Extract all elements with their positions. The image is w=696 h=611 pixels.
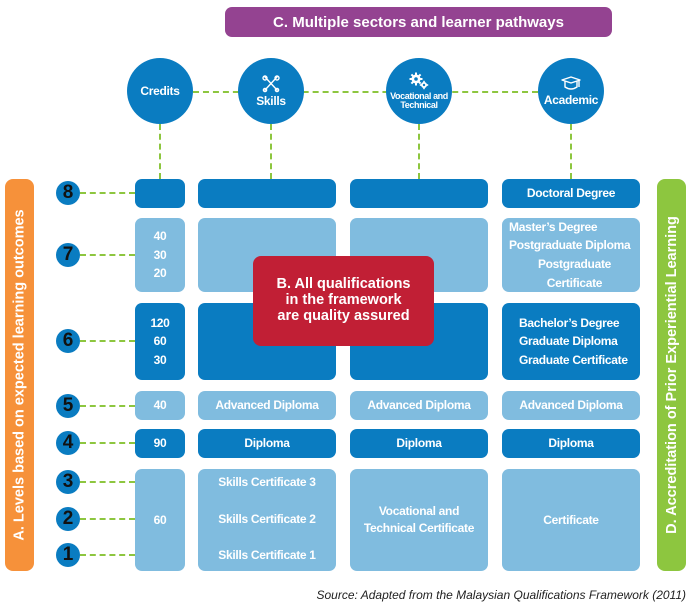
level-4-connector <box>80 442 135 444</box>
qualification-label: Master’s Degree <box>509 219 598 234</box>
skills-level-4: Diploma <box>198 429 336 458</box>
level-3-connector <box>80 481 135 483</box>
qualification-label: Advanced Diploma <box>215 398 319 413</box>
qualification-label: Advanced Diploma <box>367 398 471 413</box>
skills-level-8 <box>198 179 336 208</box>
quality-line: in the framework <box>285 292 402 309</box>
circle-connector-line <box>193 91 538 93</box>
credits-level-1-3: 60 <box>135 469 185 571</box>
level-5-connector <box>80 405 135 407</box>
graduation-cap-icon <box>561 76 581 90</box>
level-5-marker: 5 <box>56 394 80 418</box>
qualification-label: Graduate Certificate <box>519 352 628 367</box>
source-caption: Source: Adapted from the Malaysian Quali… <box>316 588 687 602</box>
skills-level-1-3: Skills Certificate 3 Skills Certificate … <box>198 469 336 571</box>
academic-level-8: Doctoral Degree <box>502 179 640 208</box>
credit-value: 20 <box>153 266 167 281</box>
tools-icon <box>262 75 280 93</box>
credit-value: 40 <box>153 398 167 413</box>
credits-label: Credits <box>140 83 180 98</box>
level-1-marker: 1 <box>56 543 80 567</box>
credit-value: 30 <box>153 247 167 262</box>
levels-banner: A. Levels based on expected learning out… <box>5 179 34 571</box>
gears-icon <box>409 72 429 89</box>
qualification-label: Diploma <box>396 436 442 451</box>
credits-level-4: 90 <box>135 429 185 458</box>
skills-circle: Skills <box>238 58 304 124</box>
skills-level-5: Advanced Diploma <box>198 391 336 420</box>
academic-level-5: Advanced Diploma <box>502 391 640 420</box>
qualification-label: Skills Certificate 2 <box>218 511 316 526</box>
credits-circle: Credits <box>127 58 193 124</box>
credits-level-5: 40 <box>135 391 185 420</box>
qualification-label: Vocational and <box>378 503 460 518</box>
academic-level-4: Diploma <box>502 429 640 458</box>
apel-banner-text: D. Accreditation of Prior Experiential L… <box>663 216 680 534</box>
academic-circle: Academic <box>538 58 604 124</box>
credit-value: 40 <box>153 229 167 244</box>
skills-label: Skills <box>256 93 286 108</box>
qualification-label: Advanced Diploma <box>519 398 623 413</box>
vocational-label-line1: Vocational and <box>390 90 448 101</box>
level-7-marker: 7 <box>56 243 80 267</box>
vocational-level-5: Advanced Diploma <box>350 391 488 420</box>
credit-value: 60 <box>153 334 167 349</box>
level-8-marker: 8 <box>56 181 80 205</box>
academic-connector-line <box>570 124 572 179</box>
credits-level-6: 120 60 30 <box>135 303 185 380</box>
credit-value: 30 <box>153 352 167 367</box>
level-2-connector <box>80 518 135 520</box>
credit-value: 90 <box>153 436 167 451</box>
qualification-label: Certificate <box>543 512 599 527</box>
level-8-connector <box>80 192 135 194</box>
quality-line: are quality assured <box>277 307 410 324</box>
level-1-connector <box>80 554 135 556</box>
level-6-marker: 6 <box>56 329 80 353</box>
qualification-label: Bachelor’s Degree <box>519 315 620 330</box>
vocational-level-8 <box>350 179 488 208</box>
qualification-label: Doctoral Degree <box>526 186 616 201</box>
qualification-label: Diploma <box>548 436 594 451</box>
academic-level-7: Master’s Degree Postgraduate Diploma Pos… <box>502 218 640 292</box>
skills-connector-line <box>270 124 272 179</box>
quality-assured-box: B. All qualifications in the framework a… <box>253 256 434 346</box>
levels-banner-text: A. Levels based on expected learning out… <box>11 209 28 541</box>
level-2-marker: 2 <box>56 507 80 531</box>
academic-level-1-3: Certificate <box>502 469 640 571</box>
vocational-level-1-3: Vocational and Technical Certificate <box>350 469 488 571</box>
vocational-label-line2: Technical <box>400 100 438 110</box>
academic-label: Academic <box>543 92 599 107</box>
qualification-label: Postgraduate Certificate <box>537 257 612 290</box>
qualification-label: Skills Certificate 3 <box>218 475 316 489</box>
credit-value: 60 <box>153 512 167 527</box>
qualification-label: Technical Certificate <box>363 521 475 535</box>
academic-level-6: Bachelor’s Degree Graduate Diploma Gradu… <box>502 303 640 380</box>
credits-level-7: 40 30 20 <box>135 218 185 292</box>
level-7-connector <box>80 254 135 256</box>
vocational-level-4: Diploma <box>350 429 488 458</box>
credits-connector-line <box>159 124 161 179</box>
qualification-label: Skills Certificate 1 <box>218 548 316 563</box>
vocational-connector-line <box>418 124 420 179</box>
level-3-marker: 3 <box>56 470 80 494</box>
quality-line: B. All qualifications <box>276 276 411 293</box>
qualification-label: Postgraduate Diploma <box>509 238 631 253</box>
qualification-label: Graduate Diploma <box>519 334 618 349</box>
vocational-circle: Vocational and Technical <box>386 58 452 124</box>
apel-banner: D. Accreditation of Prior Experiential L… <box>657 179 686 571</box>
level-4-marker: 4 <box>56 431 80 455</box>
qualification-label: Diploma <box>244 436 290 451</box>
credit-value: 120 <box>150 315 170 330</box>
level-6-connector <box>80 340 135 342</box>
credits-level-8 <box>135 179 185 208</box>
sectors-pathways-banner: C. Multiple sectors and learner pathways <box>225 7 612 37</box>
